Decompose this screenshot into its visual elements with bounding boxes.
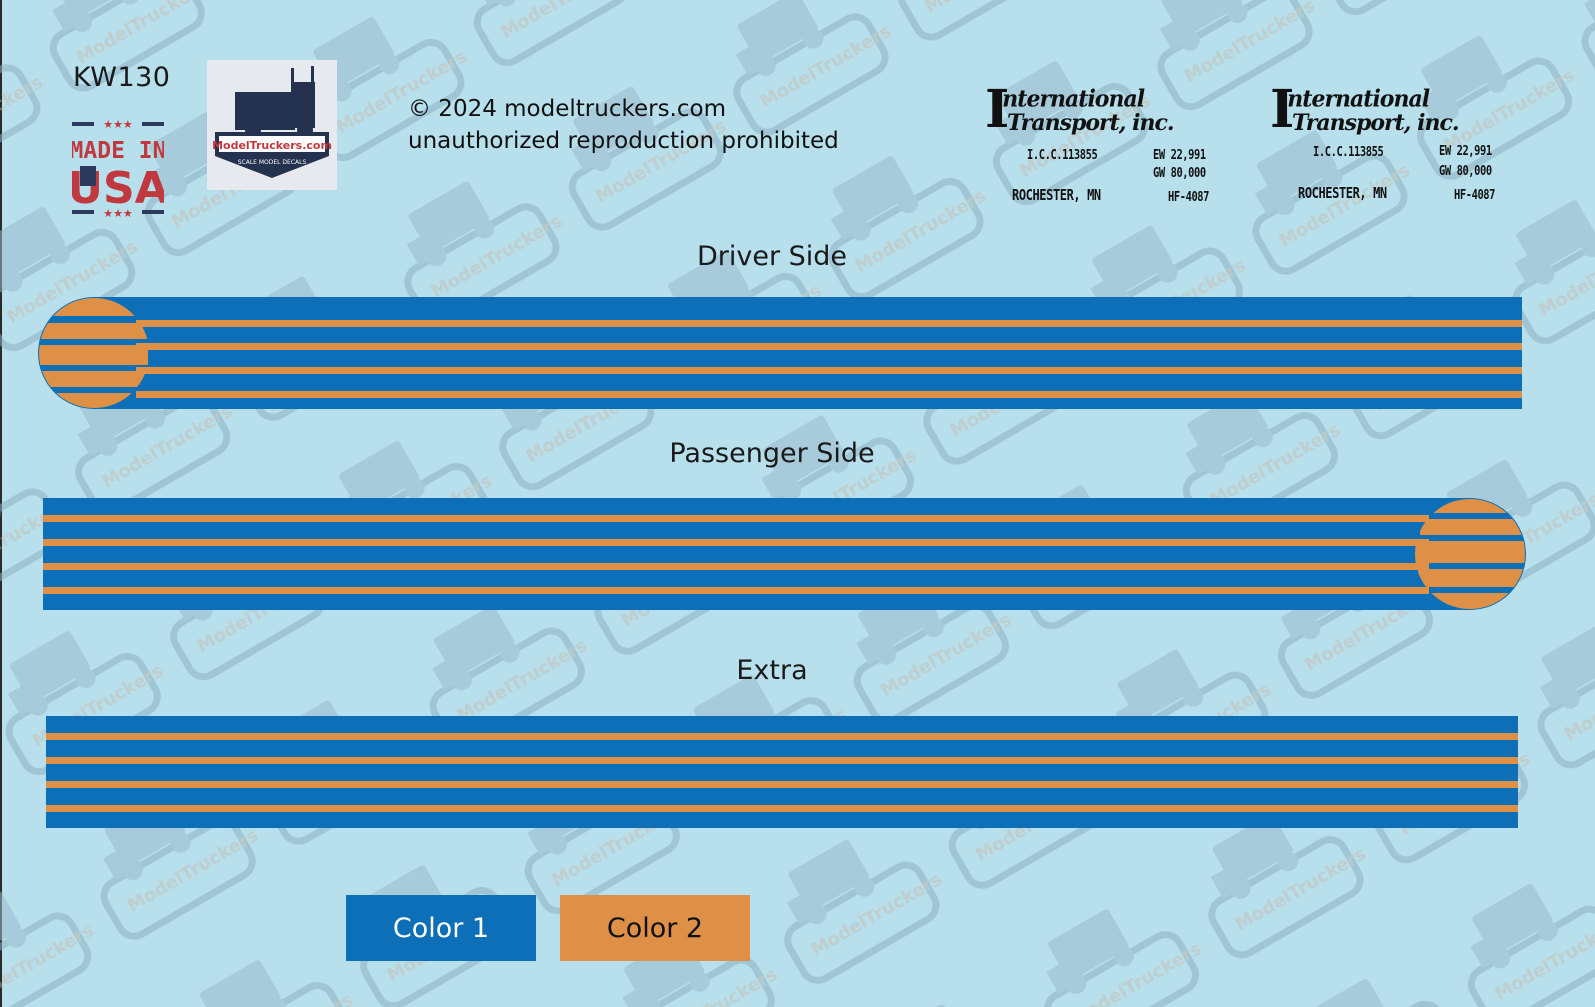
door-decal-1: I International Transport, inc. I.C.C.11… [985, 79, 1210, 206]
gross-weight: GW 80,000 [1153, 166, 1206, 181]
passenger-side-stripe [43, 498, 1526, 610]
hf-number: HF-4087 [1454, 188, 1496, 203]
truck-logo-icon: ModelTruckers.com SCALE MODEL DECALS [212, 66, 332, 178]
company-name-line2: Transport, inc. [1007, 110, 1175, 136]
company-name-line1: International [993, 85, 1145, 113]
city: ROCHESTER, MN [1298, 184, 1387, 202]
reproduction-warning: unauthorized reproduction prohibited [408, 128, 839, 154]
color-2-label: Color 2 [606, 912, 704, 944]
color-1-label: Color 1 [392, 912, 490, 944]
sheet-left-edge [0, 0, 2, 1007]
modeltruckers-logo: ModelTruckers.com SCALE MODEL DECALS [207, 60, 337, 190]
gross-weight: GW 80,000 [1439, 164, 1492, 179]
hf-number: HF-4087 [1168, 190, 1210, 205]
made-in-usa-badge: ★★★ MADE IN USA ★★★ [72, 118, 164, 218]
passenger-side-label: Passenger Side [669, 438, 875, 469]
copyright-notice: © 2024 modeltruckers.com unauthorized re… [408, 93, 839, 157]
driver-side-label: Driver Side [696, 241, 848, 272]
extra-label: Extra [736, 655, 808, 686]
icc-number: I.C.C.113855 [1027, 148, 1098, 163]
color-1-swatch: Color 1 [346, 895, 536, 961]
svg-text:ModelTruckers.com: ModelTruckers.com [212, 139, 332, 152]
empty-weight: EW 22,991 [1153, 148, 1206, 163]
copyright-line: © 2024 modeltruckers.com [408, 96, 726, 122]
company-name-line2: Transport, inc. [1292, 110, 1460, 136]
made-in-text: MADE IN [72, 138, 164, 164]
svg-text:★★★: ★★★ [103, 118, 133, 131]
driver-side-stripe [38, 297, 1522, 409]
door-decal-2: I International Transport, inc. I.C.C.11… [1270, 79, 1496, 204]
color-2-swatch: Color 2 [560, 895, 750, 961]
svg-text:SCALE MODEL DECALS: SCALE MODEL DECALS [238, 159, 307, 166]
empty-weight: EW 22,991 [1439, 144, 1492, 159]
extra-stripe [46, 716, 1518, 828]
svg-text:★★★: ★★★ [103, 207, 133, 218]
company-name-line1: International [1278, 85, 1430, 113]
icc-number: I.C.C.113855 [1313, 145, 1384, 160]
sku-code: KW130 [73, 62, 171, 93]
city: ROCHESTER, MN [1012, 186, 1101, 204]
